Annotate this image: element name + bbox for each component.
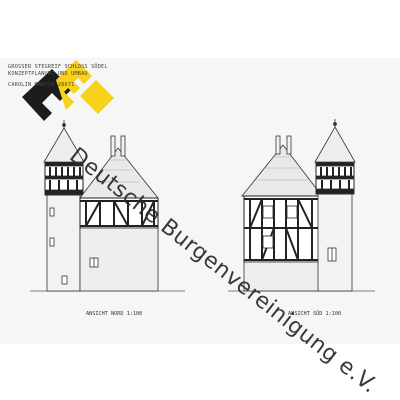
caption-north: ANSICHT NORD 1:100 [86,311,143,317]
logo-mark [22,60,114,121]
author-label: CAROLIN MARTIN 28671 [8,82,75,88]
south-elevation [228,119,375,292]
caption-south: ANSICHT SÜD 1:100 [288,311,342,317]
project-title: GROSSER STEGREIF SCHLOSS SÖDEL [8,64,108,70]
north-elevation [30,120,185,292]
project-subtitle: KONZEPTPLANUNG UND UMBAU [8,71,88,77]
